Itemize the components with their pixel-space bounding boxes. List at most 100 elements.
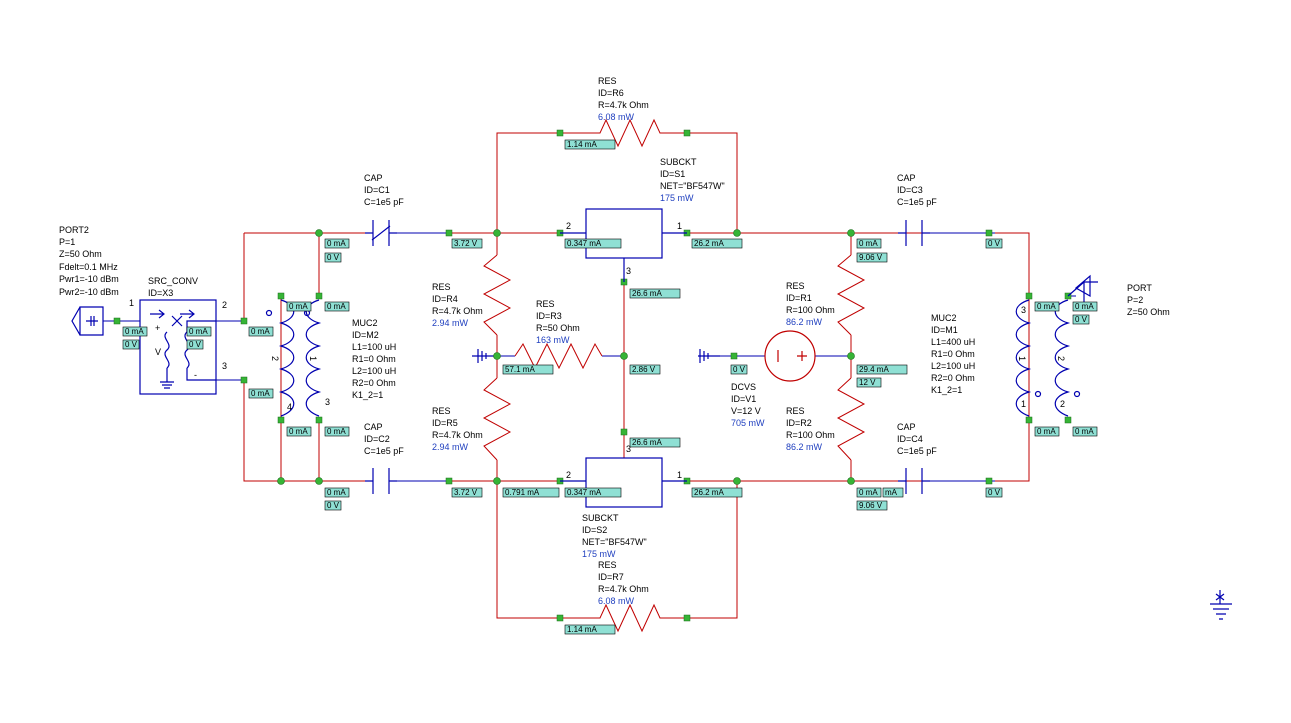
- transformer-m1-symbol[interactable]: 1 2: [1015, 292, 1081, 424]
- svg-text:0 V: 0 V: [327, 501, 340, 510]
- svg-text:L2=100 uH: L2=100 uH: [352, 366, 396, 376]
- capacitor-c2-symbol[interactable]: [365, 468, 453, 494]
- svg-text:0 mA: 0 mA: [189, 327, 208, 336]
- svg-text:0 V: 0 V: [327, 253, 340, 262]
- annotation-tag: 3.72 V: [451, 487, 483, 498]
- svg-text:1: 1: [1017, 356, 1027, 361]
- svg-text:R1=0 Ohm: R1=0 Ohm: [931, 349, 975, 359]
- svg-text:P=2: P=2: [1127, 295, 1143, 305]
- resistor-r1-symbol[interactable]: [836, 254, 866, 336]
- svg-text:2.94 mW: 2.94 mW: [432, 318, 469, 328]
- annotation-tag: 0.791 mA: [502, 487, 560, 498]
- svg-text:57.1 mA: 57.1 mA: [505, 365, 535, 374]
- svg-text:K1_2=1: K1_2=1: [931, 385, 962, 395]
- svg-text:2: 2: [566, 221, 571, 231]
- dc-voltage-source-v1[interactable]: [730, 330, 816, 382]
- svg-text:3: 3: [1021, 305, 1026, 315]
- capacitor-c4-symbol[interactable]: [898, 468, 993, 494]
- svg-text:0 mA: 0 mA: [1075, 427, 1094, 436]
- resistor-r3-symbol[interactable]: [514, 342, 603, 370]
- annotation-tag: 0 mA: [248, 388, 274, 399]
- svg-text:ID=M1: ID=M1: [931, 325, 958, 335]
- svg-text:ID=R2: ID=R2: [786, 418, 812, 428]
- svg-text:RES: RES: [432, 406, 451, 416]
- capacitor-c1-symbol[interactable]: [365, 220, 453, 246]
- svg-text:Fdelt=0.1 MHz: Fdelt=0.1 MHz: [59, 262, 118, 272]
- annotation-tag: 57.1 mA: [502, 364, 554, 375]
- ground-symbol-mid: [698, 349, 720, 363]
- port2-symbol[interactable]: [71, 306, 121, 336]
- svg-text:0 V: 0 V: [1075, 315, 1088, 324]
- svg-text:CAP: CAP: [897, 422, 916, 432]
- annotation-tag: 26.6 mA: [629, 437, 681, 448]
- label-r7: RES ID=R7 R=4.7k Ohm 6.08 mW: [598, 560, 649, 606]
- svg-text:0.791 mA: 0.791 mA: [505, 488, 540, 497]
- annotation-tag: 0 V: [730, 364, 748, 375]
- svg-text:R=100 Ohm: R=100 Ohm: [786, 430, 835, 440]
- annotation-tag: 26.2 mA: [691, 487, 743, 498]
- blue-wires: [103, 232, 1076, 482]
- svg-text:CAP: CAP: [364, 422, 383, 432]
- svg-text:0 V: 0 V: [733, 365, 746, 374]
- svg-text:ID=R5: ID=R5: [432, 418, 458, 428]
- annotation-tag: 0 mA: [324, 426, 350, 437]
- svg-text:0 mA: 0 mA: [327, 239, 346, 248]
- svg-text:1: 1: [1021, 399, 1026, 409]
- annotation-tag: 0 mA: [324, 238, 350, 249]
- svg-text:0 V: 0 V: [189, 340, 202, 349]
- svg-text:2: 2: [1060, 399, 1065, 409]
- svg-text:NET="BF547W": NET="BF547W": [660, 181, 725, 191]
- svg-text:ID=R1: ID=R1: [786, 293, 812, 303]
- svg-text:3: 3: [325, 397, 330, 407]
- annotation-tag: 0 mA: [1034, 301, 1060, 312]
- svg-text:26.2 mA: 26.2 mA: [694, 488, 724, 497]
- annotation-tag: 0.347 mA: [564, 238, 622, 249]
- annotation-tag: 0 V: [985, 238, 1003, 249]
- svg-text:175 mW: 175 mW: [660, 193, 694, 203]
- measurement-annotations: 0 mA 0 V 0 mA 0 V 0 mA 0 mA 0 mA 0 mA 0 …: [122, 139, 1098, 635]
- svg-text:V=12 V: V=12 V: [731, 406, 761, 416]
- src-conv-symbol[interactable]: + V -: [139, 299, 248, 395]
- svg-text:+: +: [155, 323, 160, 333]
- component-labels: PORT2 P=1 Z=50 Ohm Fdelt=0.1 MHz Pwr1=-1…: [59, 76, 1170, 606]
- svg-text:6.08 mW: 6.08 mW: [598, 596, 635, 606]
- svg-text:ID=X3: ID=X3: [148, 288, 173, 298]
- svg-text:ID=C3: ID=C3: [897, 185, 923, 195]
- svg-text:R1=0 Ohm: R1=0 Ohm: [352, 354, 396, 364]
- svg-text:0 mA: 0 mA: [251, 327, 270, 336]
- label-c2: CAP ID=C2 C=1e5 pF: [364, 422, 404, 456]
- annotation-tag: 0 mA: [1034, 426, 1060, 437]
- svg-text:2: 2: [1056, 356, 1066, 361]
- label-m2: MUC2 ID=M2 L1=100 uH R1=0 Ohm L2=100 uH …: [352, 318, 396, 400]
- svg-text:2: 2: [270, 356, 280, 361]
- resistor-r6-symbol[interactable]: [556, 118, 691, 148]
- annotation-tag: 0 mA: [286, 426, 312, 437]
- svg-text:9.06 V: 9.06 V: [859, 501, 883, 510]
- resistor-r7-symbol[interactable]: [556, 603, 691, 633]
- svg-text:2: 2: [566, 470, 571, 480]
- annotation-tag: 0 V: [1072, 314, 1090, 325]
- svg-text:0 mA: 0 mA: [289, 427, 308, 436]
- subckt-s1-symbol[interactable]: [556, 208, 691, 286]
- svg-text:0 V: 0 V: [125, 340, 138, 349]
- label-r1: RES ID=R1 R=100 Ohm 86.2 mW: [786, 281, 835, 327]
- svg-text:86.2 mW: 86.2 mW: [786, 317, 823, 327]
- svg-text:R=50 Ohm: R=50 Ohm: [536, 323, 580, 333]
- transformer-m2-symbol[interactable]: 2 1: [265, 292, 323, 424]
- annotation-tag: 0 mA: [1072, 301, 1098, 312]
- resistor-r4-symbol[interactable]: [482, 254, 512, 336]
- capacitor-c3-symbol[interactable]: [898, 220, 993, 246]
- resistor-r5-symbol[interactable]: [482, 377, 512, 461]
- subckt-s2-symbol[interactable]: [556, 428, 691, 508]
- annotation-tag: 29.4 mA: [856, 364, 908, 375]
- resistor-r2-symbol[interactable]: [836, 377, 866, 461]
- ground-symbol-corner: [1210, 590, 1232, 620]
- svg-text:C=1e5 pF: C=1e5 pF: [364, 446, 404, 456]
- svg-text:0.347 mA: 0.347 mA: [567, 488, 602, 497]
- pin-numbers: 1 2 3 4 3 2 1 3 2 1 3 3 1 2: [129, 221, 1065, 480]
- label-s1: SUBCKT ID=S1 NET="BF547W" 175 mW: [660, 157, 725, 203]
- annotation-tag: 26.2 mA: [691, 238, 743, 249]
- svg-text:9.06 V: 9.06 V: [859, 253, 883, 262]
- svg-text:ID=R3: ID=R3: [536, 311, 562, 321]
